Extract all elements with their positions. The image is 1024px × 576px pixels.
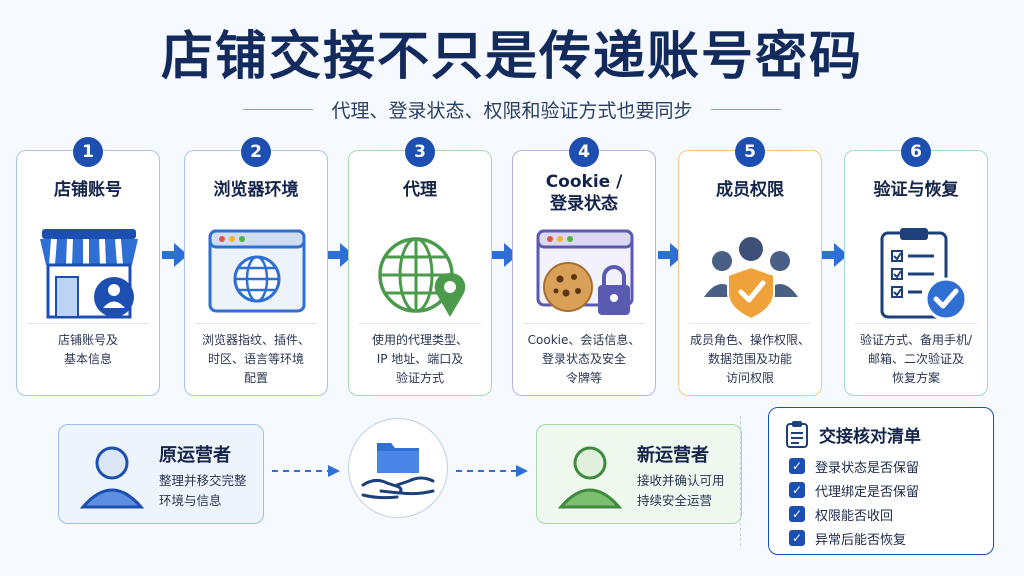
step-card-verification-recovery: 6 验证与恢复 验证方式、备用手机/ 邮箱、二次验证及 恢复方案	[844, 137, 988, 396]
step-desc-line: 成员角色、操作权限、	[689, 333, 810, 347]
checklist-item[interactable]: ✓ 异常后能否恢复	[789, 526, 919, 550]
arrow-right-icon	[328, 243, 354, 267]
step-desc: 使用的代理类型、 IP 地址、端口及 验证方式	[355, 331, 485, 388]
step-title: Cookie / 登录状态	[513, 171, 655, 215]
step-number: 2	[241, 137, 271, 167]
original-operator-box: 原运营者 整理并移交完整 环境与信息	[58, 424, 264, 524]
browser-globe-icon	[208, 229, 306, 313]
step-desc-line: 验证方式、备用手机/	[859, 333, 973, 347]
card-divider	[27, 323, 149, 324]
checklist-item[interactable]: ✓ 代理绑定是否保留	[789, 478, 919, 502]
team-shield-icon	[704, 237, 798, 321]
step-title-line: 登录状态	[550, 194, 618, 214]
step-title: 验证与恢复	[873, 180, 959, 200]
step-desc-line: 浏览器指纹、插件、	[201, 333, 310, 347]
card-divider	[523, 323, 645, 324]
step-title: 代理	[403, 180, 437, 200]
checklist-item-label: 权限能否收回	[815, 508, 894, 524]
clipboard-check-icon	[880, 228, 968, 321]
page-title: 店铺交接不只是传递账号密码	[160, 27, 863, 87]
step-desc-line: 使用的代理类型、	[371, 333, 468, 347]
new-operator-title: 新运营者	[637, 445, 709, 466]
step-title-line: Cookie /	[545, 172, 623, 192]
new-operator-box: 新运营者 接收并确认可用 持续安全运营	[536, 424, 742, 524]
desc-line: 整理并移交完整	[159, 473, 247, 488]
step-desc: 成员角色、操作权限、 数据范围及功能 访问权限	[685, 331, 815, 388]
step-title: 浏览器环境	[213, 180, 299, 200]
checklist-items: ✓ 登录状态是否保留 ✓ 代理绑定是否保留 ✓ 权限能否收回 ✓ 异常后能否恢复	[789, 454, 919, 550]
step-desc-line: 访问权限	[725, 371, 774, 385]
card-divider	[359, 323, 481, 324]
dashed-arrow-icon	[272, 465, 340, 477]
step-desc: 验证方式、备用手机/ 邮箱、二次验证及 恢复方案	[851, 331, 981, 388]
card-divider	[855, 323, 977, 324]
step-card-store-account: 1 店铺账号 店铺账号及 基本信息	[16, 137, 160, 396]
card-divider	[689, 323, 811, 324]
step-desc-line: 数据范围及功能	[707, 352, 792, 366]
step-desc: 店铺账号及 基本信息	[23, 331, 153, 369]
step-title: 店铺账号	[54, 180, 122, 200]
desc-line: 持续安全运营	[637, 493, 713, 508]
checklist-item[interactable]: ✓ 登录状态是否保留	[789, 454, 919, 478]
step-desc-line: 时区、语言等环境	[207, 352, 304, 366]
checklist-header: 交接核对清单	[785, 420, 921, 448]
checklist-item-label: 代理绑定是否保留	[815, 484, 920, 500]
checklist-item-label: 登录状态是否保留	[815, 460, 920, 476]
step-desc-line: 登录状态及安全	[541, 352, 626, 366]
step-number: 6	[901, 137, 931, 167]
original-operator-desc: 整理并移交完整 环境与信息	[159, 471, 247, 511]
new-operator-desc: 接收并确认可用 持续安全运营	[637, 471, 725, 511]
person-icon	[79, 446, 145, 509]
step-card-member-permissions: 5 成员权限 成员角色、操作权限、 数据范围及功能 访问权限	[678, 137, 822, 396]
dashed-arrow-icon	[456, 465, 528, 477]
checkbox-checked-icon[interactable]: ✓	[789, 530, 805, 546]
desc-line: 接收并确认可用	[637, 473, 725, 488]
original-operator-title: 原运营者	[159, 445, 231, 466]
arrow-right-icon	[162, 243, 188, 267]
cookie-lock-icon	[536, 229, 634, 315]
step-desc: Cookie、会话信息、 登录状态及安全 令牌等	[519, 331, 649, 388]
checkbox-checked-icon[interactable]: ✓	[789, 506, 805, 522]
step-title: 成员权限	[716, 180, 784, 200]
step-desc: 浏览器指纹、插件、 时区、语言等环境 配置	[191, 331, 321, 388]
handover-checklist: 交接核对清单 ✓ 登录状态是否保留 ✓ 代理绑定是否保留 ✓ 权限能否收回 ✓ 异常后能…	[768, 407, 994, 555]
folder-hands-icon	[361, 443, 435, 500]
checklist-item[interactable]: ✓ 权限能否收回	[789, 502, 919, 526]
step-desc-line: 配置	[243, 371, 268, 385]
step-desc-line: IP 地址、端口及	[376, 352, 464, 366]
step-desc-line: 恢复方案	[891, 371, 940, 385]
arrow-right-icon	[658, 243, 684, 267]
vertical-separator	[740, 416, 741, 546]
step-desc-line: 基本信息	[63, 352, 112, 366]
person-icon	[557, 446, 623, 509]
step-number: 3	[405, 137, 435, 167]
storefront-icon	[40, 229, 138, 319]
step-card-proxy: 3 代理 使用的代理类型、 IP 地址、端口及 验证方式	[348, 137, 492, 396]
step-card-cookie-login: 4 Cookie / 登录状态 Cookie、会话信息、 登录状态及安全 令牌等	[512, 137, 656, 396]
handoff-circle	[348, 418, 448, 518]
checkbox-checked-icon[interactable]: ✓	[789, 482, 805, 498]
card-divider	[195, 323, 317, 324]
desc-line: 环境与信息	[159, 493, 222, 508]
step-desc-line: 验证方式	[395, 371, 444, 385]
globe-location-icon	[378, 237, 466, 317]
step-desc-line: 邮箱、二次验证及	[867, 352, 964, 366]
step-card-browser-env: 2 浏览器环境 浏览器指纹、插件、 时区、语言等环境 配置	[184, 137, 328, 396]
arrow-right-icon	[822, 243, 848, 267]
subtitle-row: 代理、登录状态、权限和验证方式也要同步	[0, 94, 1024, 124]
arrow-right-icon	[492, 243, 518, 267]
step-number: 4	[569, 137, 599, 167]
checklist-title: 交接核对清单	[819, 426, 921, 447]
step-desc-line: Cookie、会话信息、	[527, 333, 641, 347]
step-number: 5	[735, 137, 765, 167]
step-number: 1	[73, 137, 103, 167]
subtitle-rule-left	[243, 108, 314, 110]
subtitle-rule-right	[710, 108, 781, 110]
step-desc-line: 店铺账号及	[57, 333, 118, 347]
step-desc-line: 令牌等	[565, 371, 602, 385]
page-subtitle: 代理、登录状态、权限和验证方式也要同步	[331, 99, 693, 122]
checkbox-checked-icon[interactable]: ✓	[789, 458, 805, 474]
clipboard-icon	[786, 421, 808, 448]
checklist-item-label: 异常后能否恢复	[815, 532, 907, 548]
